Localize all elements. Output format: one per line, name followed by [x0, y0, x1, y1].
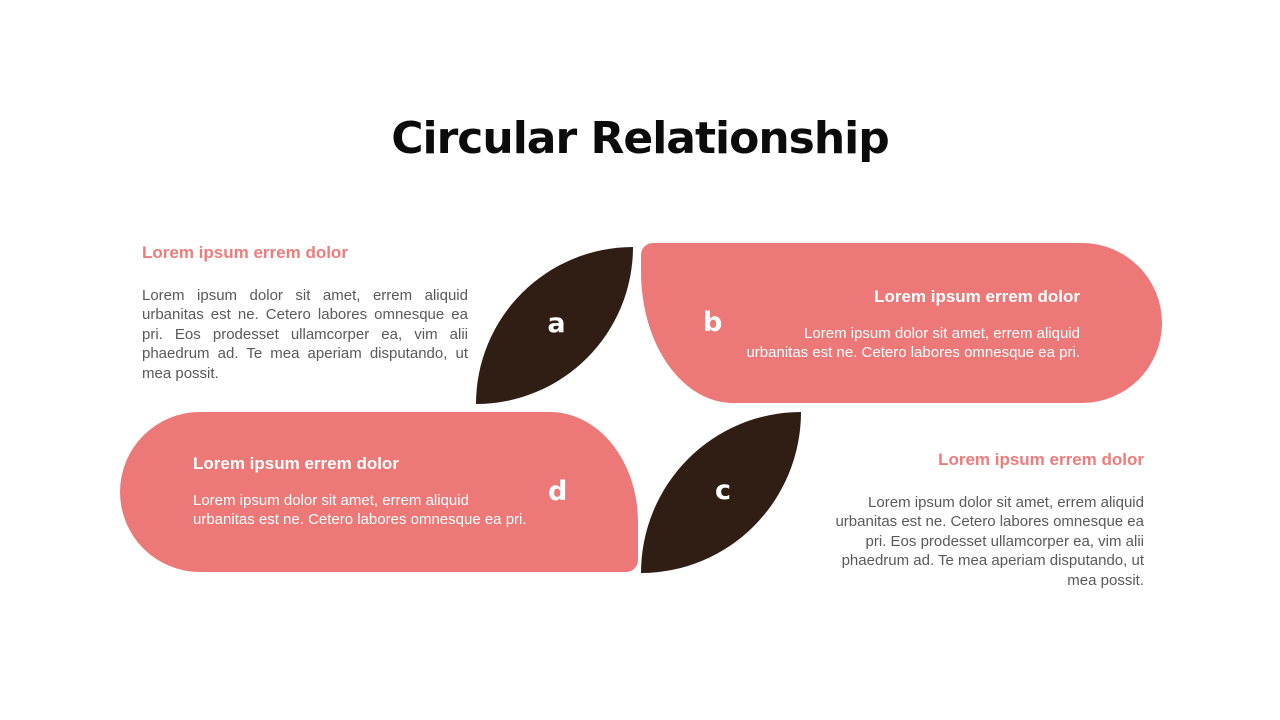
petal-d-label: d	[548, 475, 568, 507]
text-block-body: Lorem ipsum dolor sit amet, errem aliqui…	[835, 493, 1144, 589]
text-block-top-left: Lorem ipsum errem dolor Lorem ipsum dolo…	[142, 243, 468, 383]
petal-b-pill: b Lorem ipsum errem dolor Lorem ipsum do…	[641, 243, 1162, 403]
petal-b-content: Lorem ipsum errem dolor Lorem ipsum dolo…	[746, 287, 1080, 362]
petal-d-heading: Lorem ipsum errem dolor	[193, 454, 399, 473]
petal-a-label: a	[547, 308, 566, 339]
text-block-heading: Lorem ipsum errem dolor	[142, 243, 348, 262]
petal-b-label: b	[703, 306, 723, 338]
petal-c-leaf: c	[641, 412, 801, 573]
slide-title: Circular Relationship	[391, 113, 890, 165]
petal-b-heading: Lorem ipsum errem dolor	[874, 287, 1080, 306]
petal-b-body: Lorem ipsum dolor sit amet, errem aliqui…	[746, 324, 1080, 361]
text-block-body: Lorem ipsum dolor sit amet, errem aliqui…	[142, 286, 468, 382]
petal-c-label: c	[714, 475, 731, 506]
petal-d-content: Lorem ipsum errem dolor Lorem ipsum dolo…	[193, 454, 527, 529]
petal-a-leaf: a	[476, 247, 633, 404]
petal-d-body: Lorem ipsum dolor sit amet, errem aliqui…	[193, 491, 527, 528]
text-block-heading: Lorem ipsum errem dolor	[938, 450, 1144, 469]
petal-d-pill: d Lorem ipsum errem dolor Lorem ipsum do…	[120, 412, 638, 572]
text-block-bottom-right: Lorem ipsum errem dolor Lorem ipsum dolo…	[818, 450, 1144, 590]
